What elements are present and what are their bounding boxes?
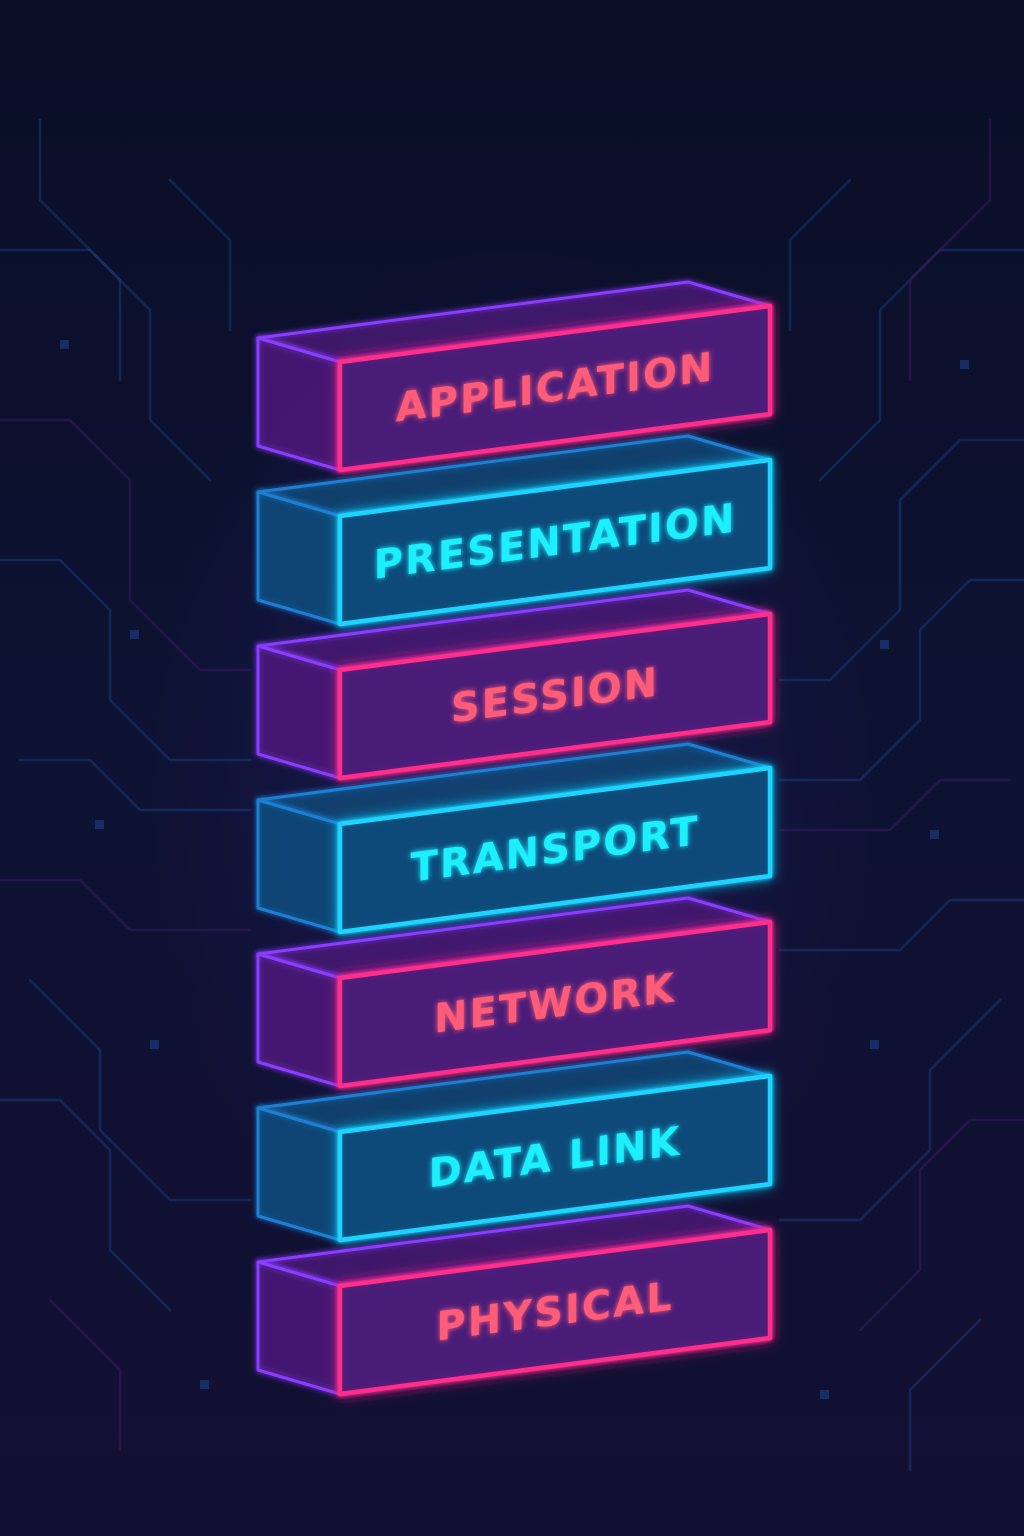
layer-block: DATA LINK [256, 1050, 773, 1243]
circuit-trace [0, 1098, 172, 1312]
circuit-trace [28, 978, 252, 1202]
layer-side-face [256, 490, 342, 626]
circuit-node [960, 360, 969, 369]
layer-front-face [337, 611, 773, 781]
circuit-trace [0, 248, 212, 482]
layer-front-face [337, 919, 773, 1089]
layer-block: SESSION [256, 588, 773, 781]
circuit-node [95, 820, 104, 829]
circuit-trace [818, 248, 1024, 482]
circuit-trace [168, 178, 232, 332]
circuit-trace [778, 998, 1002, 1222]
circuit-trace [0, 558, 252, 762]
circuit-node [60, 340, 69, 349]
layer-front-face [337, 1227, 773, 1397]
circuit-trace [18, 758, 252, 812]
layer-block: PHYSICAL [256, 1204, 773, 1397]
circuit-trace [788, 178, 852, 332]
circuit-node [200, 1380, 209, 1389]
layer-front-face [337, 303, 773, 473]
layer-side-face [256, 1260, 342, 1396]
layer-front-face [337, 457, 773, 627]
layer-side-face [256, 952, 342, 1088]
layer-block: PRESENTATION [256, 434, 773, 627]
circuit-trace [778, 578, 1024, 782]
circuit-trace [0, 418, 252, 672]
layer-front-face [337, 765, 773, 935]
layer-side-face [256, 336, 342, 472]
circuit-node [130, 630, 139, 639]
circuit-trace [908, 1318, 982, 1472]
layer-block: NETWORK [256, 896, 773, 1089]
circuit-trace [778, 438, 1024, 682]
circuit-trace [778, 778, 1012, 832]
layer-side-face [256, 1106, 342, 1242]
circuit-node [870, 1040, 879, 1049]
circuit-traces-background [0, 118, 1024, 1472]
circuit-trace [858, 1118, 1024, 1332]
osi-layer-stack: APPLICATIONPRESENTATIONSESSIONTRANSPORTN… [256, 280, 773, 1397]
layer-side-face [256, 798, 342, 934]
circuit-trace [778, 898, 1024, 952]
circuit-trace [0, 878, 252, 932]
circuit-trace [38, 118, 122, 382]
layer-block: APPLICATION [256, 280, 773, 473]
layer-front-face [337, 1073, 773, 1243]
layer-side-face [256, 644, 342, 780]
circuit-node [150, 1040, 159, 1049]
circuit-node [820, 1390, 829, 1399]
circuit-node [930, 830, 939, 839]
circuit-node [880, 640, 889, 649]
layer-block: TRANSPORT [256, 742, 773, 935]
circuit-trace [48, 1298, 122, 1452]
circuit-trace [908, 118, 992, 382]
